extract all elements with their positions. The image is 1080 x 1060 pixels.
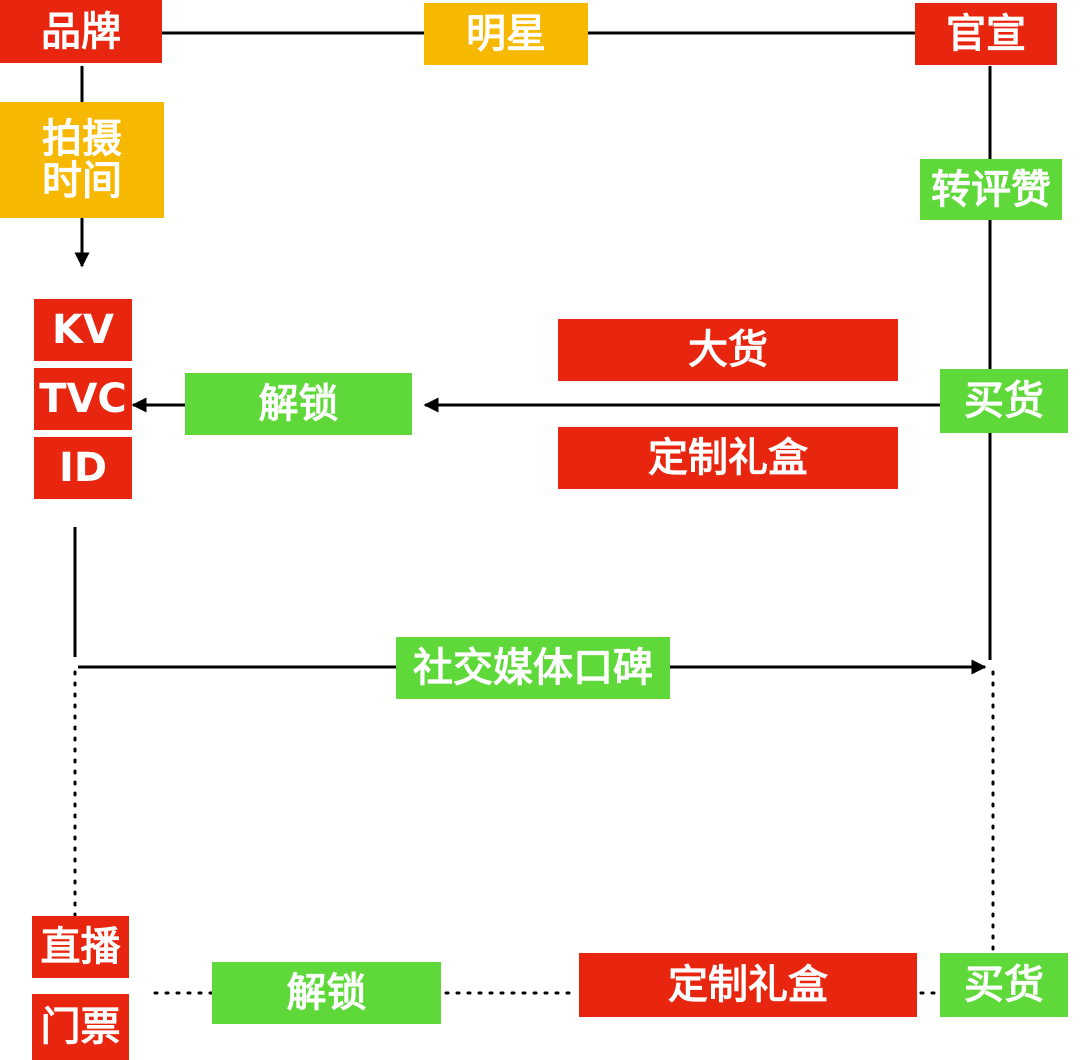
- node-id: ID: [34, 437, 132, 499]
- node-shooting-time: 拍摄 时间: [0, 102, 164, 218]
- node-official-announcement: 官宣: [915, 3, 1057, 65]
- node-unlock-top: 解锁: [185, 373, 412, 435]
- node-custom-gift-box-top: 定制礼盒: [558, 427, 898, 489]
- node-ticket: 门票: [32, 994, 129, 1060]
- node-repost-comment-like: 转评赞: [920, 159, 1062, 220]
- node-buy-goods-bottom: 买货: [940, 953, 1068, 1017]
- node-social-media-reputation: 社交媒体口碑: [396, 637, 670, 699]
- node-live-stream: 直播: [32, 916, 129, 978]
- node-kv: KV: [34, 299, 132, 361]
- node-shooting-time-line1: 拍摄: [42, 116, 122, 162]
- node-star: 明星: [424, 3, 588, 65]
- node-unlock-bottom: 解锁: [212, 962, 441, 1024]
- node-custom-gift-box-bottom: 定制礼盒: [579, 953, 917, 1017]
- node-shooting-time-line2: 时间: [42, 158, 122, 204]
- node-big-goods: 大货: [558, 319, 898, 381]
- node-brand: 品牌: [0, 0, 162, 63]
- node-tvc: TVC: [34, 368, 132, 430]
- node-buy-goods-top: 买货: [940, 369, 1068, 433]
